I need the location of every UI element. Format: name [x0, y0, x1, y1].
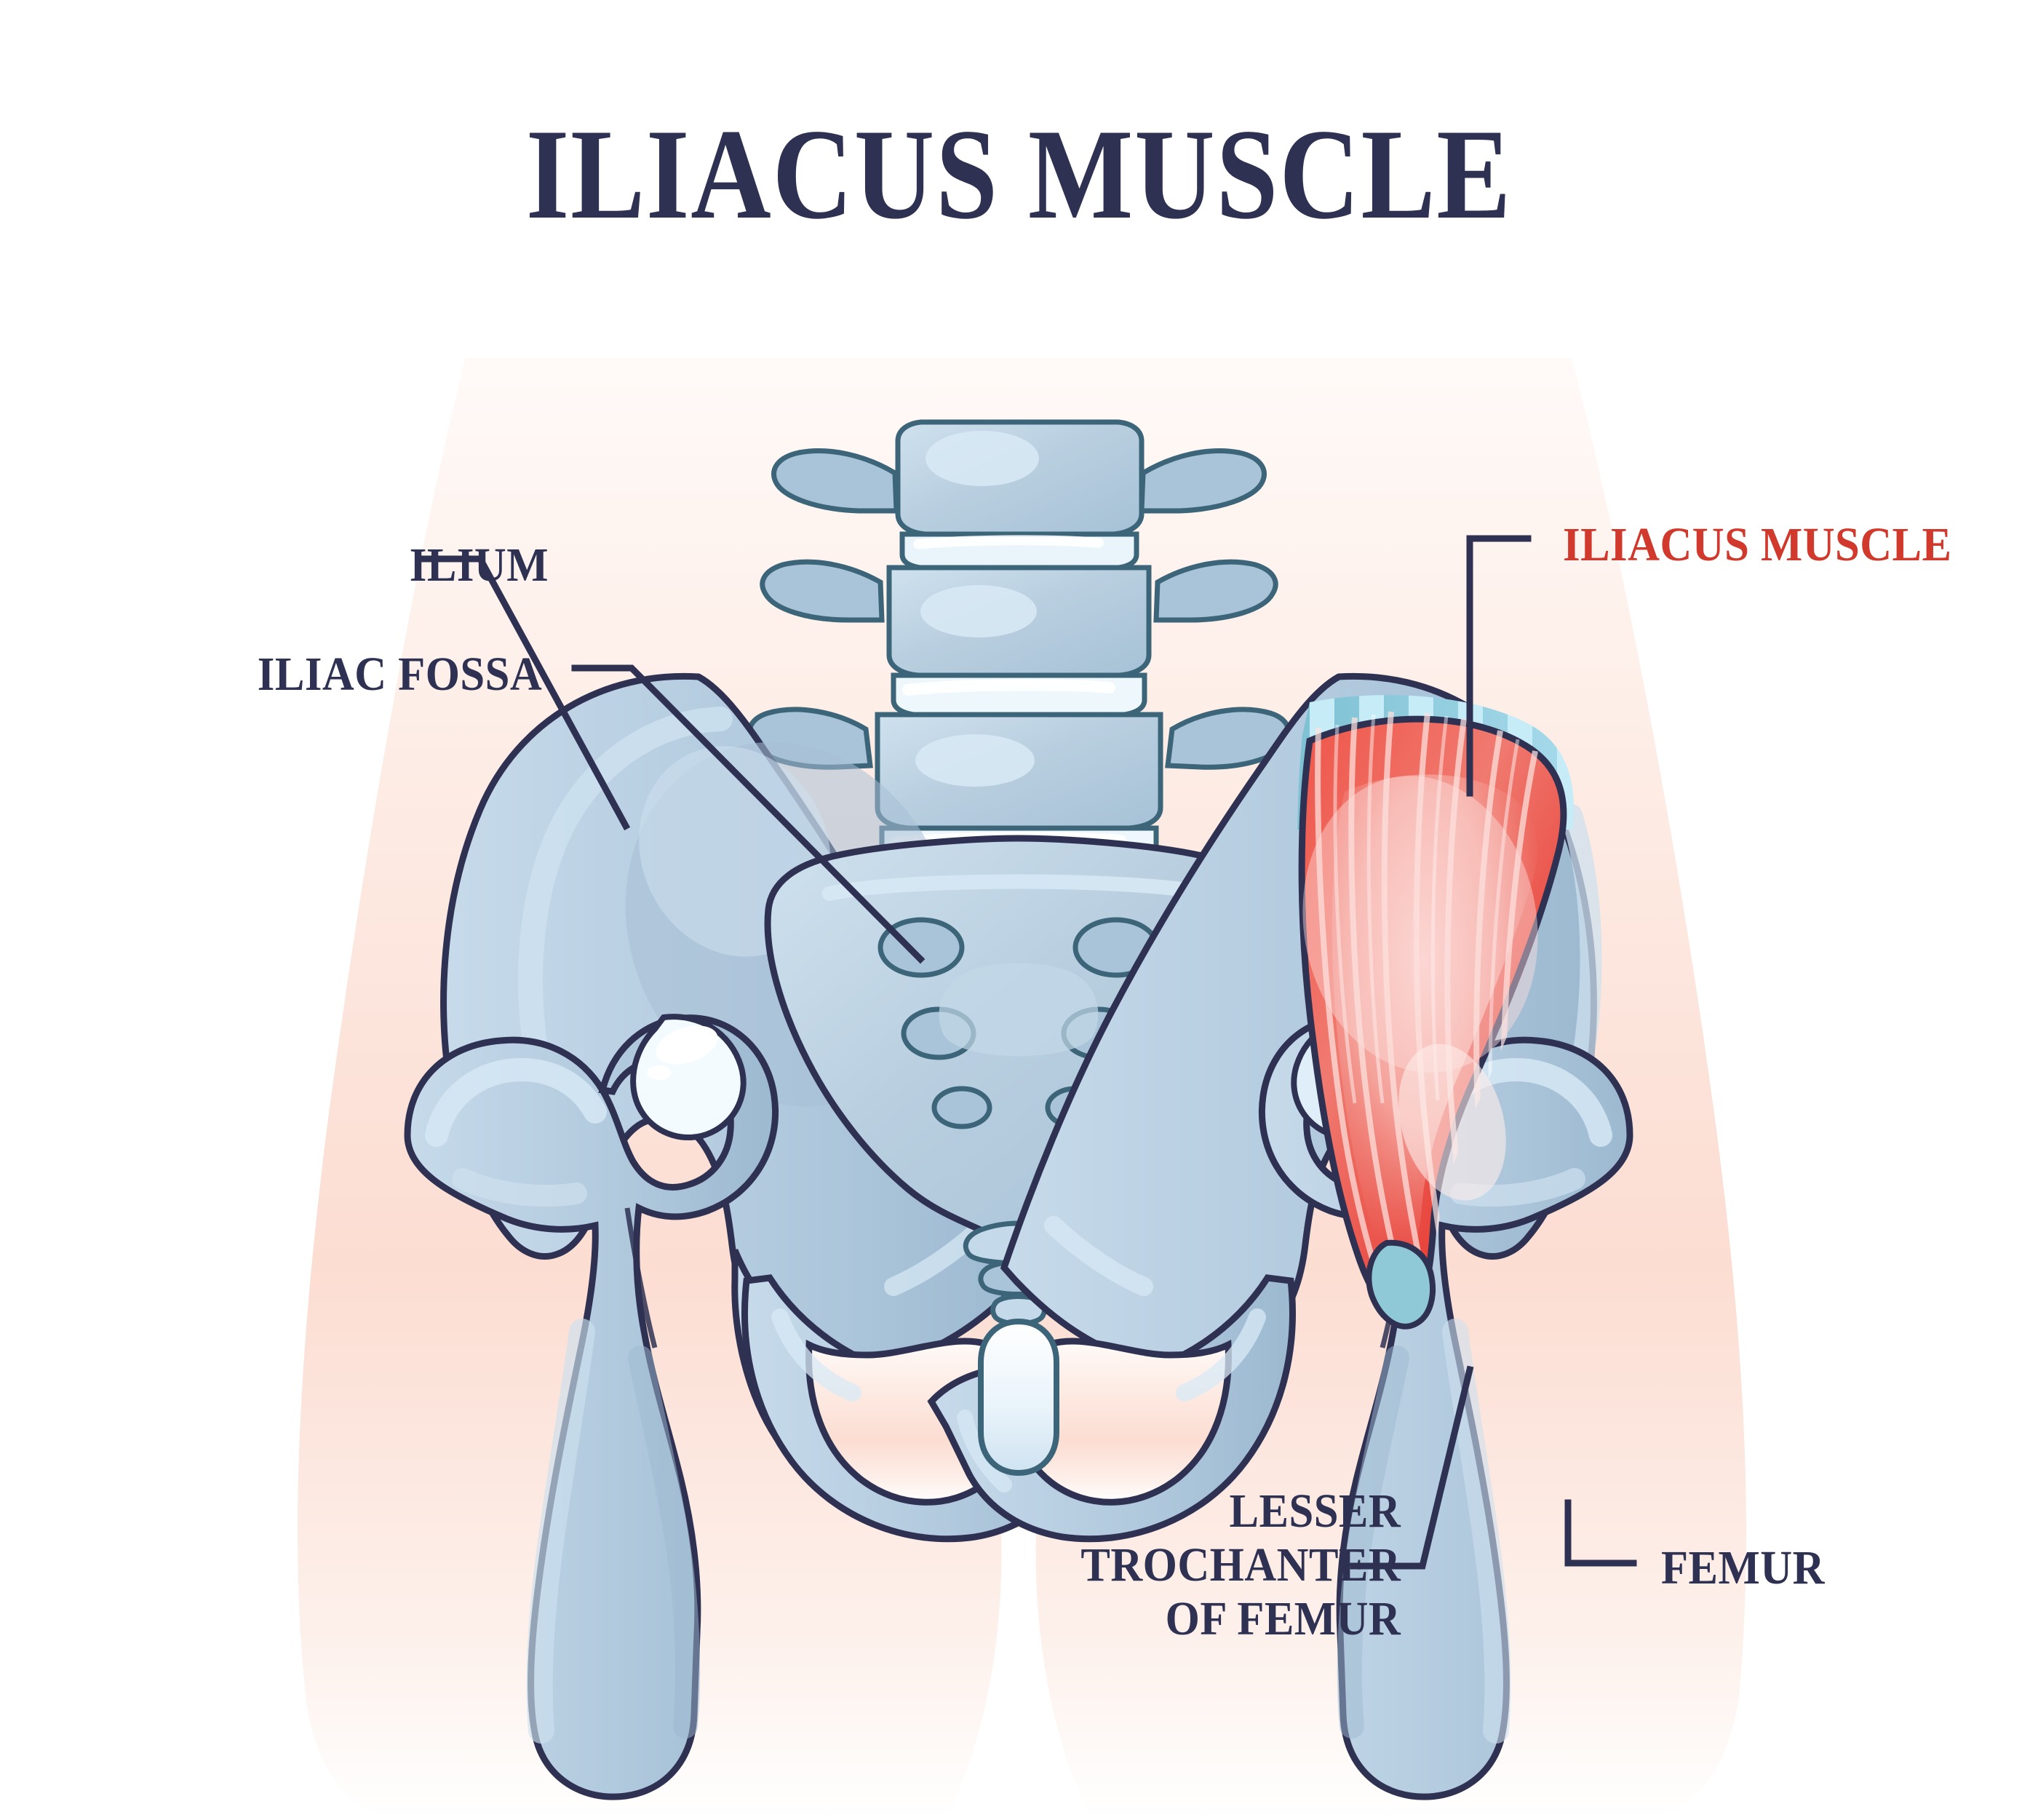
label-iliac-fossa-text: ILIAC FOSSA — [257, 648, 543, 701]
label-iliac-fossa: ILIAC FOSSA — [127, 648, 542, 702]
label-lesser-trochanter-line-2: TROCHANTER — [1080, 1538, 1401, 1591]
iliacus-tendon-insertion — [1366, 1239, 1436, 1330]
label-ilium-text: ILIUM — [409, 539, 549, 592]
label-lesser-trochanter-line-1: LESSER — [1229, 1485, 1401, 1538]
page-title: ILIACUS MUSCLE — [525, 102, 1513, 246]
sacral-foramen — [931, 1086, 992, 1129]
pubic-symphysis — [978, 1318, 1059, 1477]
label-femur: FEMUR — [1661, 1541, 1962, 1595]
iliacus-muscle-leader-line — [1466, 535, 1532, 797]
label-iliacus-muscle-text: ILIACUS MUSCLE — [1563, 518, 1952, 571]
iliacus-muscle-body — [1297, 695, 1574, 1330]
lumbar-vertebra-l3 — [771, 419, 1267, 571]
iliac-fossa-leader-line — [571, 664, 926, 964]
label-lesser-trochanter-of-femur: LESSER TROCHANTER OF FEMUR — [986, 1485, 1401, 1646]
ilium-leader-line — [415, 555, 631, 831]
label-ilium: ILIUM — [281, 539, 549, 592]
label-iliacus-muscle: ILIACUS MUSCLE — [1563, 518, 2031, 572]
label-femur-text: FEMUR — [1661, 1541, 1825, 1594]
lumbar-vertebra-l4 — [760, 559, 1278, 718]
left-femur — [404, 1014, 779, 1800]
sacral-foramen — [877, 917, 965, 978]
lesser-trochanter-leader-line — [1350, 1365, 1474, 1570]
femur-leader-line — [1564, 1499, 1637, 1567]
label-lesser-trochanter-line-3: OF FEMUR — [1165, 1591, 1401, 1645]
